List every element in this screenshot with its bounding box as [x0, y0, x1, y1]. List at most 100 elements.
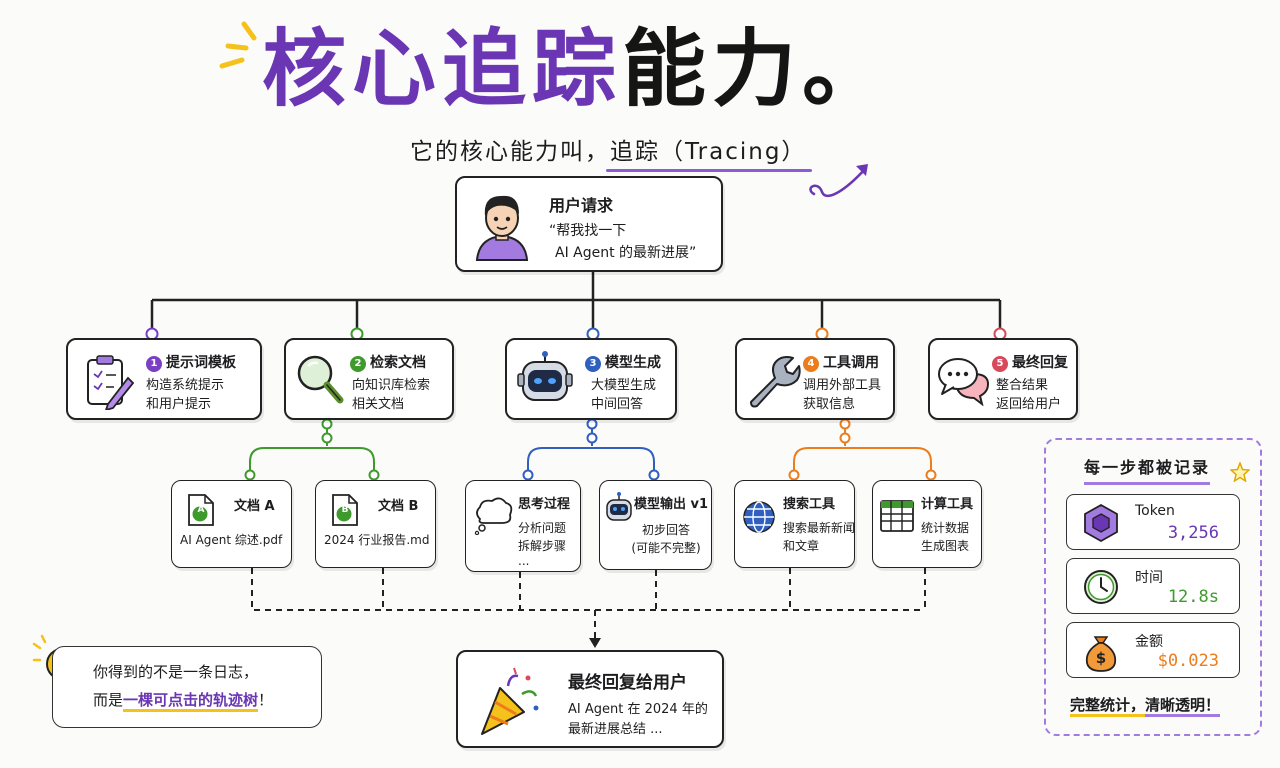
subnode-doc-b-title: 文档 B — [378, 499, 419, 514]
tip-bubble: 你得到的不是一条日志， 而是一棵可点击的轨迹树！ — [52, 646, 322, 728]
tip-line1: 你得到的不是一条日志， — [93, 663, 259, 681]
tip-line2-suffix: ！ — [258, 691, 274, 709]
subnode-calc-tool[interactable]: 计算工具 统计数据生成图表 — [872, 480, 982, 568]
final-reply-line2: 最新进展总结 ... — [568, 722, 663, 737]
step-3-badge: 3 — [585, 356, 601, 372]
money-bag-dollar-glyph: $ — [1095, 649, 1107, 667]
subnode-model-output-title: 模型输出 v1 — [634, 497, 709, 512]
stats-footer: 完整统计，清晰透明！ — [1070, 694, 1221, 717]
step-5-badge: 5 — [992, 356, 1008, 372]
chat-bubbles-icon — [938, 358, 990, 406]
subnode-calc-tool-title: 计算工具 — [921, 497, 974, 512]
star-icon — [1230, 462, 1250, 482]
subnode-search-tool[interactable]: 搜索工具 搜索最新新闻和文章 — [734, 480, 855, 568]
page-title: 核心追踪能力。 — [262, 14, 892, 124]
doc-a-badge-letter: A — [197, 505, 205, 515]
step-1-desc-line2: 和用户提示 — [146, 397, 212, 412]
step-3-desc-line1: 大模型生成 — [591, 378, 657, 393]
title-highlight: 核心追踪 — [262, 20, 623, 118]
final-reply-desc: AI Agent 在 2024 年的最新进展总结 ... — [568, 700, 708, 740]
user-request-line1: “帮我找一下 — [549, 223, 627, 239]
step-2-label: 检索文档 — [370, 355, 426, 371]
subtitle: 它的核心能力叫，追踪（Tracing） — [410, 132, 806, 166]
title-rest: 能力。 — [622, 20, 893, 118]
clipboard-pencil-icon — [87, 355, 134, 410]
subnode-doc-a-desc: AI Agent 综述.pdf — [180, 533, 283, 547]
subtitle-highlight: 追踪（Tracing） — [610, 139, 806, 165]
subnode-model-output[interactable]: 模型输出 v1 初步回答 (可能不完整) — [599, 480, 712, 570]
subnode-calc-tool-desc-line2: 生成图表 — [921, 539, 970, 553]
step-3-label: 模型生成 — [605, 355, 661, 371]
step-1-badge: 1 — [146, 356, 162, 372]
stat-time-value: 12.8s — [1167, 587, 1219, 607]
tip-line2: 而是一棵可点击的轨迹树！ — [93, 689, 274, 712]
step-2-desc: 向知识库检索相关文档 — [352, 376, 430, 414]
small-robot-icon — [606, 492, 632, 521]
final-reply-node[interactable]: 最终回复给用户 AI Agent 在 2024 年的最新进展总结 ... — [456, 650, 724, 748]
step-3-desc-line2: 中间回答 — [591, 397, 644, 412]
stat-time: 时间 12.8s — [1066, 558, 1240, 614]
step-1-desc: 构造系统提示和用户提示 — [146, 376, 224, 414]
user-request-node[interactable]: 用户请求 “帮我找一下 AI Agent 的最新进展” — [455, 176, 723, 272]
arrow-swirl-icon — [809, 164, 868, 198]
step-5-desc: 整合结果返回给用户 — [996, 376, 1061, 414]
final-reply-line1: AI Agent 在 2024 年的 — [568, 702, 708, 717]
document-a-icon — [188, 494, 214, 526]
document-b-icon — [332, 494, 358, 526]
stat-token-value: 3,256 — [1167, 523, 1219, 543]
subnode-search-tool-desc: 搜索最新新闻和文章 — [783, 519, 855, 555]
step-4-badge: 4 — [803, 356, 819, 372]
step-5-desc-line2: 返回给用户 — [996, 397, 1062, 412]
subnode-thinking-desc-line1: 分析问题 — [518, 521, 567, 535]
user-avatar-icon — [475, 195, 529, 261]
token-cube-icon — [1084, 503, 1118, 543]
user-request-title: 用户请求 — [549, 196, 614, 215]
tip-line2-prefix: 而是 — [93, 691, 124, 709]
subnode-model-output-desc: 初步回答 (可能不完整) — [624, 521, 708, 557]
spreadsheet-icon — [880, 500, 914, 532]
subtitle-keyword: 追踪 — [610, 139, 660, 165]
step-1-label: 提示词模板 — [166, 355, 236, 371]
subnode-doc-b[interactable]: B 文档 B 2024 行业报告.md — [315, 480, 436, 568]
subnode-doc-a[interactable]: A 文档 A AI Agent 综述.pdf — [171, 480, 292, 568]
subnode-model-output-desc-line1: 初步回答 — [641, 523, 690, 537]
party-popper-icon — [481, 667, 539, 735]
step-4-desc-line2: 获取信息 — [803, 397, 856, 412]
robot-icon — [517, 351, 573, 401]
subtitle-prefix: 它的核心能力叫， — [410, 139, 610, 165]
step-2-desc-line2: 相关文档 — [352, 397, 405, 412]
step-2-desc-line1: 向知识库检索 — [352, 378, 431, 393]
doc-b-badge-letter: B — [341, 505, 349, 515]
thought-cloud-icon — [474, 497, 513, 535]
subnode-thinking[interactable]: 思考过程 分析问题拆解步骤... — [465, 480, 581, 572]
final-reply-title: 最终回复给用户 — [568, 673, 687, 693]
subnode-doc-b-desc: 2024 行业报告.md — [324, 533, 430, 547]
step-4-label: 工具调用 — [823, 355, 879, 371]
step-2-badge: 2 — [350, 356, 366, 372]
sparkle-icon — [219, 21, 257, 69]
subnode-thinking-title: 思考过程 — [518, 497, 571, 512]
stat-token: Token 3,256 — [1066, 494, 1240, 550]
subnode-model-output-desc-line2: (可能不完整) — [631, 541, 701, 555]
stat-time-label: 时间 — [1135, 570, 1163, 586]
subnode-thinking-desc-line2: 拆解步骤 — [518, 539, 567, 553]
money-bag-icon — [1085, 636, 1117, 672]
subnode-calc-tool-desc: 统计数据生成图表 — [921, 519, 969, 555]
step-4-desc: 调用外部工具获取信息 — [803, 376, 881, 414]
subnode-thinking-desc-line3: ... — [518, 554, 530, 568]
clock-icon — [1084, 570, 1118, 604]
step-4-desc-line1: 调用外部工具 — [803, 378, 882, 393]
step-5-desc-line1: 整合结果 — [996, 378, 1049, 393]
stat-cost: $ 金额 $0.023 — [1066, 622, 1240, 678]
